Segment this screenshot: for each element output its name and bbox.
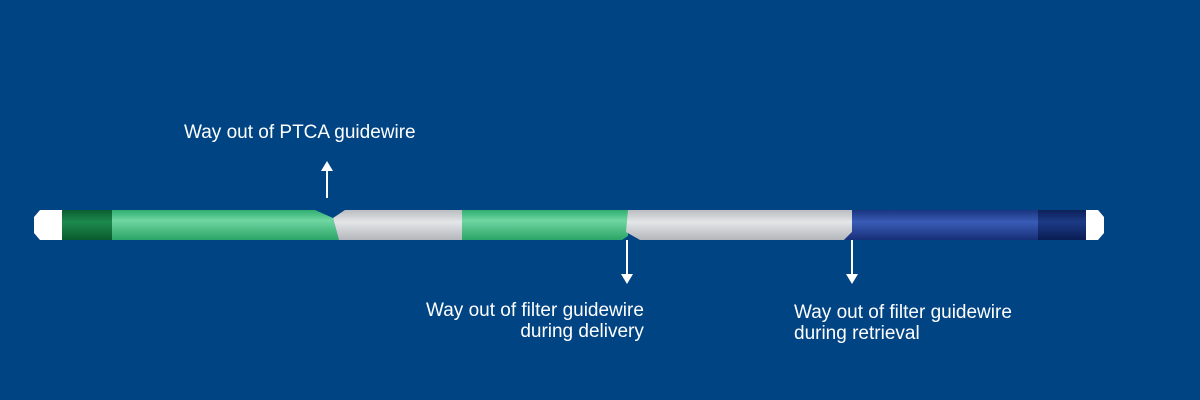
gray-shaft-section-1 (333, 210, 462, 240)
proximal-marker-band (1038, 210, 1086, 240)
catheter-proximal-tip (1086, 210, 1104, 240)
delivery-exit-label-line2: during delivery (520, 321, 644, 342)
retrieval-exit-label-line1: Way out of filter guidewire (794, 302, 1012, 323)
delivery-exit-arrow (621, 240, 633, 284)
gray-shaft-section-2 (626, 210, 852, 240)
catheter-distal-tip (34, 210, 62, 240)
ptca-exit-label-text: Way out of PTCA guidewire (184, 122, 416, 143)
delivery-exit-label: Way out of filter guidewire during deliv… (426, 300, 644, 342)
ptca-exit-arrow (321, 161, 333, 198)
retrieval-exit-arrow (846, 240, 858, 284)
blue-shaft-section (844, 210, 1038, 240)
ptca-exit-label: Way out of PTCA guidewire (184, 122, 416, 143)
retrieval-exit-label: Way out of filter guidewire during retri… (794, 302, 1012, 344)
delivery-exit-label-line1: Way out of filter guidewire (426, 300, 644, 321)
retrieval-exit-label-line2: during retrieval (794, 323, 920, 344)
green-shaft-section-1 (112, 210, 339, 240)
distal-marker-band (62, 210, 112, 240)
green-shaft-section-2 (462, 210, 628, 240)
